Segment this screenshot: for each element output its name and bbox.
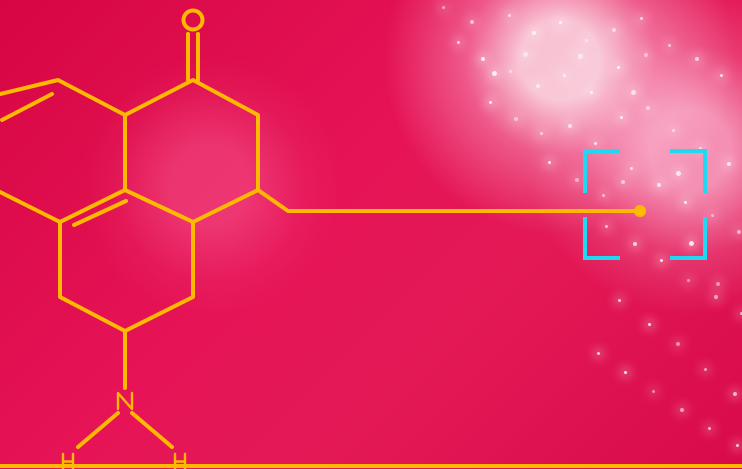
- target-bracket-icon: [583, 149, 707, 260]
- sparkle-dot: [727, 162, 731, 166]
- sparkle-dot: [644, 53, 648, 57]
- sparkle-dot: [704, 368, 707, 371]
- sparkle-dot: [668, 44, 671, 47]
- sparkle-dot: [633, 242, 637, 246]
- sparkle-dot: [514, 117, 518, 121]
- sparkle-dot: [699, 147, 702, 150]
- oxygen-ring-icon: [181, 8, 205, 32]
- sparkle-dot: [714, 295, 718, 299]
- sparkle-dot: [620, 116, 623, 119]
- sparkle-dot: [540, 132, 543, 135]
- amine-h-bond-right: [130, 411, 174, 449]
- sparkle-dot: [733, 392, 737, 396]
- sparkle-dot: [676, 342, 680, 346]
- sparkle-dot: [737, 230, 741, 234]
- sparkle-dot: [648, 323, 651, 326]
- sparkle-dot: [457, 41, 460, 44]
- sparkle-dot: [720, 74, 723, 77]
- sparkle-dot: [568, 124, 572, 128]
- lower-ring: [58, 188, 195, 333]
- sparkle-dot: [602, 194, 605, 197]
- lower-ring-double-bond: [72, 199, 128, 227]
- sparkle-dot: [716, 282, 720, 286]
- side-chain: [256, 188, 642, 213]
- atom-label-group: [61, 391, 187, 469]
- sparkle-dot: [657, 183, 661, 187]
- sparkle-dot: [640, 17, 643, 20]
- sparkle-dot: [590, 91, 593, 94]
- sparkle-dot: [548, 161, 551, 164]
- amine-h-bond-left: [76, 411, 120, 449]
- sparkle-dot: [711, 214, 714, 217]
- sparkle-dot: [536, 84, 540, 88]
- sparkle-dot: [578, 54, 583, 59]
- sparkle-dot: [489, 101, 492, 104]
- sparkle-dot: [689, 241, 694, 246]
- sparkle-dot: [594, 142, 597, 145]
- sparkle-dot: [740, 312, 742, 315]
- sparkle-dot: [624, 371, 627, 374]
- sparkle-dot: [672, 129, 675, 132]
- sparkle-dot: [631, 90, 636, 95]
- sparkle-dot: [612, 28, 616, 32]
- sparkle-dot: [575, 178, 579, 182]
- sparkle-dot: [660, 259, 663, 262]
- sparkle-dot: [597, 352, 600, 355]
- sparkle-dot: [680, 408, 684, 412]
- sparkle-dot: [695, 57, 699, 61]
- sparkle-dot: [736, 444, 739, 447]
- sparkle-dot: [605, 225, 608, 228]
- nitrogen-letter-icon: [116, 391, 134, 411]
- sparkle-dot: [618, 299, 621, 302]
- sparkle-dot: [687, 279, 690, 282]
- sparkle-dot: [617, 66, 620, 69]
- sparkle-dot: [509, 70, 512, 73]
- sparkle-dot: [708, 427, 711, 430]
- sparkle-dot: [630, 167, 633, 170]
- sparkle-dot: [676, 171, 681, 176]
- sparkle-dot: [652, 390, 655, 393]
- sparkle-dot: [559, 21, 562, 24]
- sparkle-dot: [621, 180, 625, 184]
- sparkle-dot: [442, 6, 445, 9]
- sparkle-dot: [523, 52, 528, 57]
- sparkle-dot: [481, 57, 485, 61]
- sparkle-dot: [563, 74, 566, 77]
- sparkle-dot: [532, 31, 536, 35]
- sparkle-dot: [684, 201, 687, 204]
- endpoint-dot: [634, 205, 646, 217]
- hydrogen-left-letter-icon: [61, 452, 75, 469]
- sparkle-dot: [470, 20, 474, 24]
- left-ring-double-bond: [0, 92, 54, 122]
- sparkle-dot: [646, 106, 650, 110]
- hydrogen-right-letter-icon: [173, 452, 187, 469]
- sparkle-dot: [492, 71, 497, 76]
- sparkle-dot: [508, 14, 511, 17]
- sparkle-dot: [585, 39, 588, 42]
